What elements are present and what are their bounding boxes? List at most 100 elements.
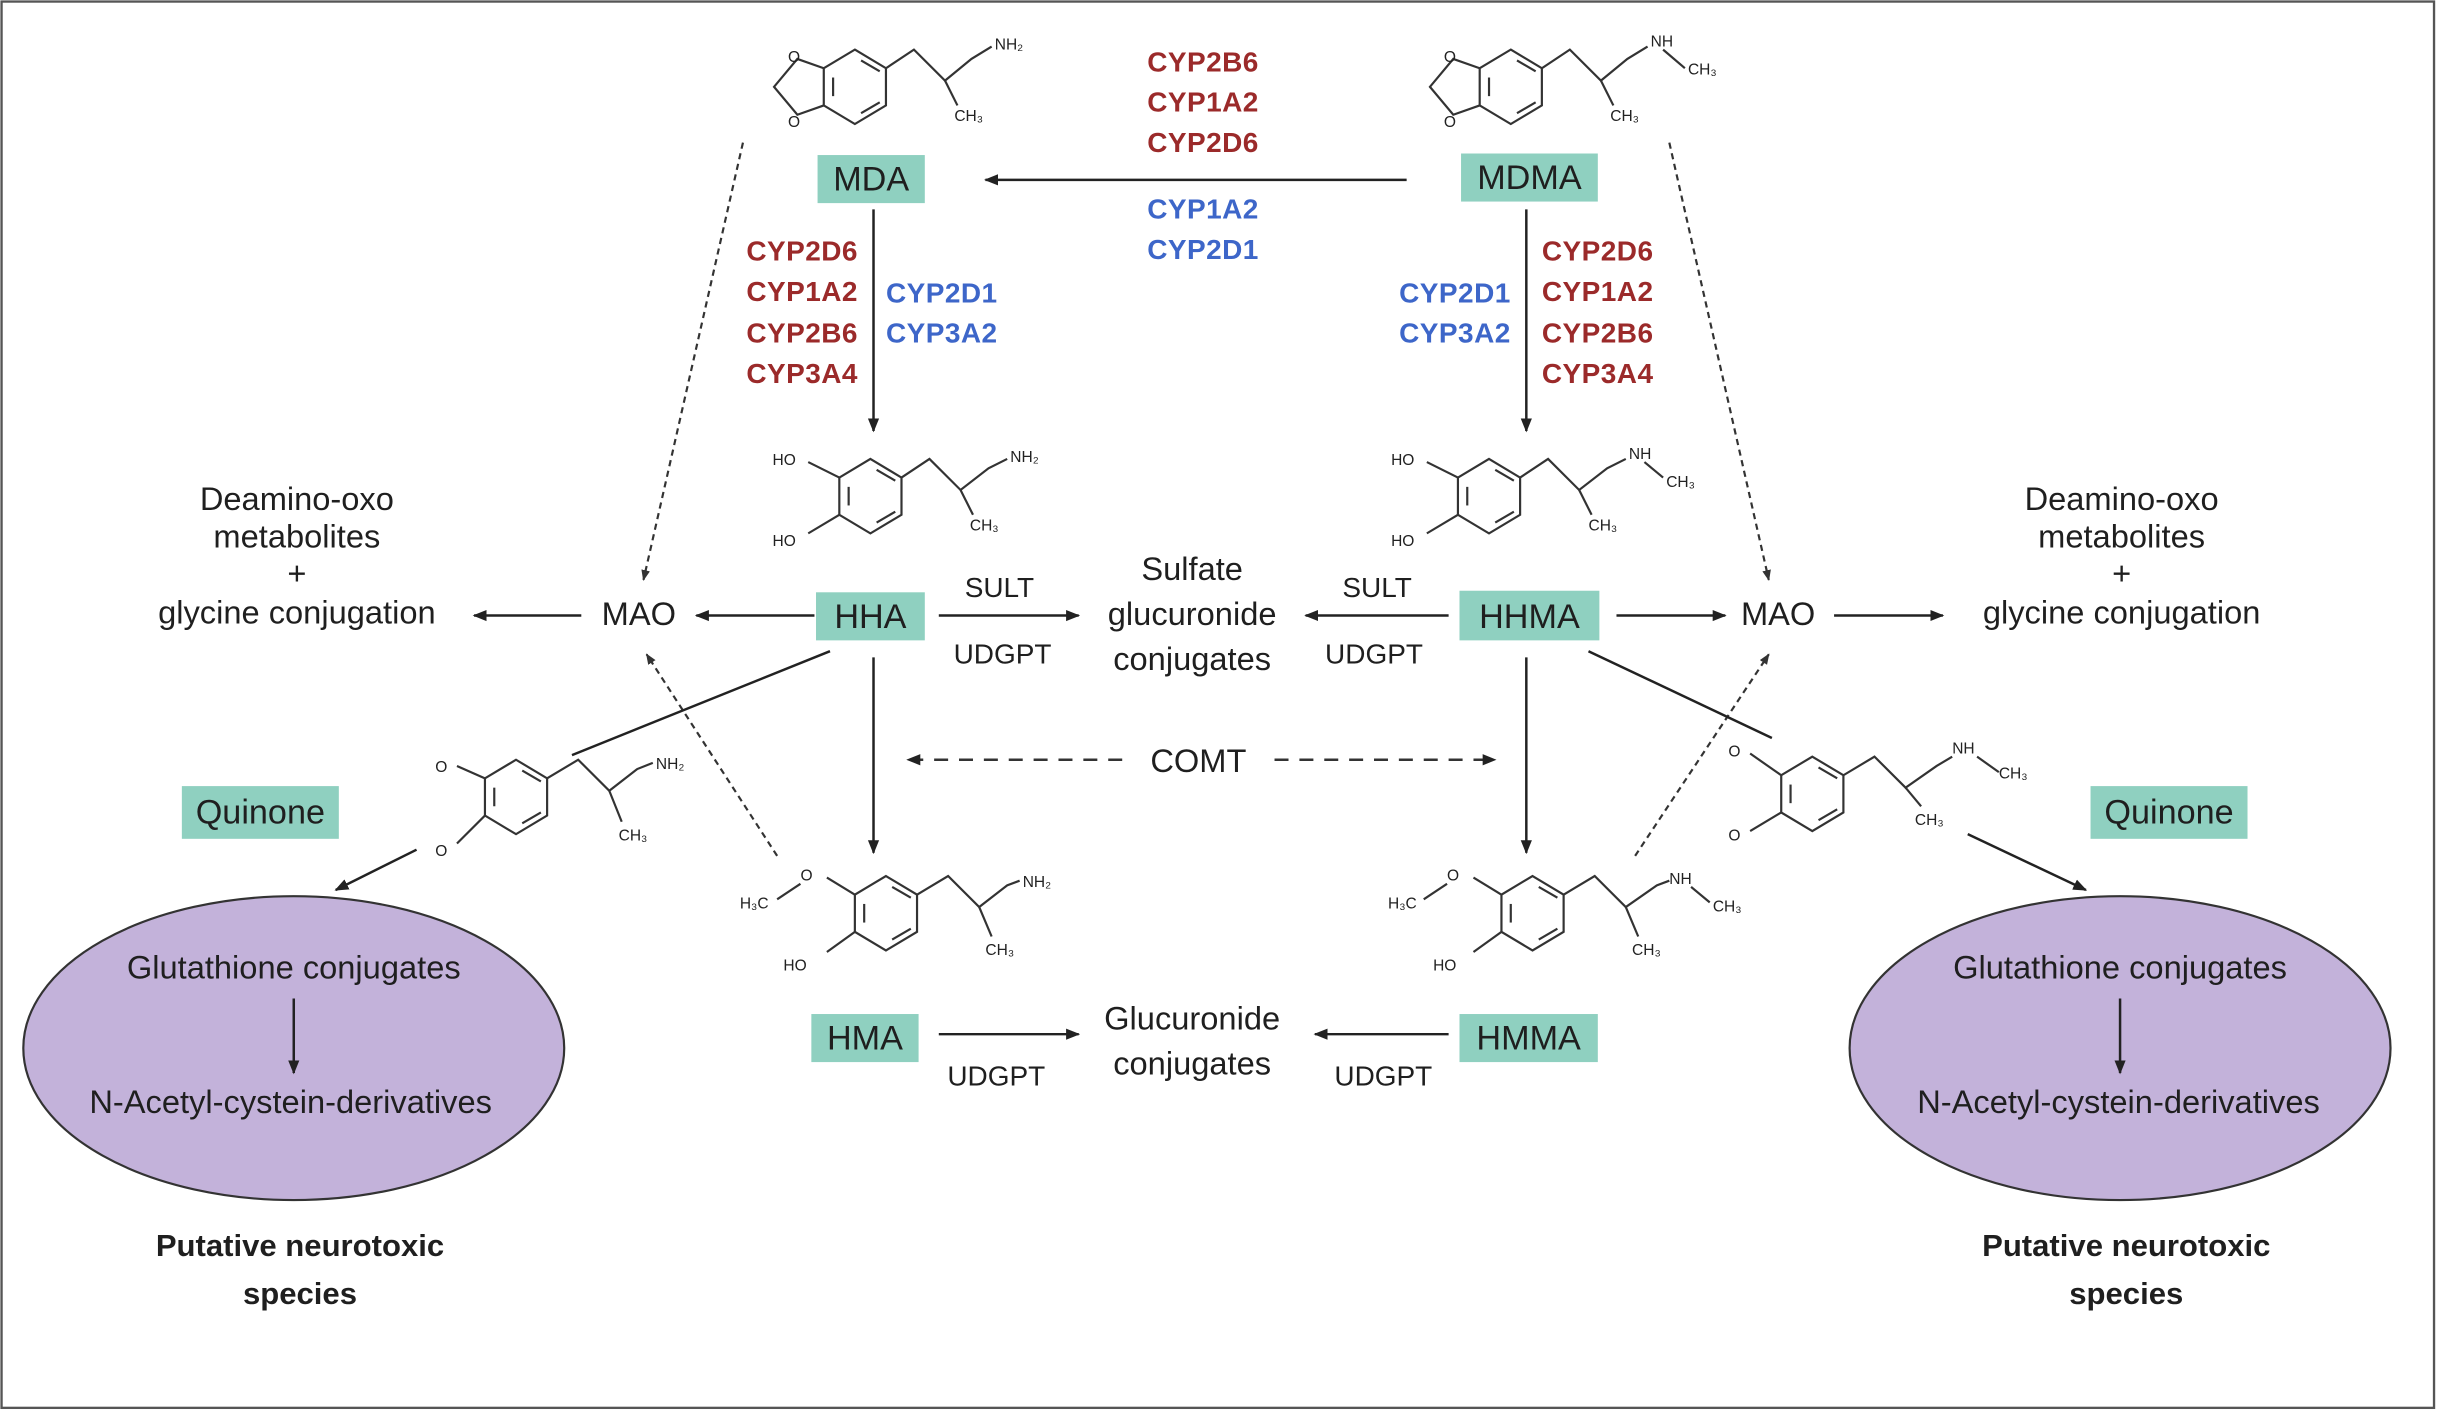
neurotoxic-right-label: Putative neurotoxic species <box>1982 1228 2270 1311</box>
atom-nh: NH <box>1651 34 1673 51</box>
atom-nh2: NH₂ <box>1023 874 1051 891</box>
enzyme-label: CYP2B6 <box>746 318 858 349</box>
quinone-left-box: Quinone <box>181 786 339 839</box>
atom-ho: HO <box>1391 533 1414 550</box>
hma-box: HMA <box>811 1014 919 1063</box>
atom-ch3: CH₃ <box>954 108 983 125</box>
comt-label: COMT <box>1150 742 1246 779</box>
quinone-right-label: Quinone <box>2104 793 2233 831</box>
atom-ch3: CH₃ <box>619 827 648 844</box>
hmma-box: HMMA <box>1459 1014 1598 1063</box>
arrow-quinone-to-glutathione-left <box>334 848 418 892</box>
atom-ch3: CH₃ <box>1632 942 1661 959</box>
deamino-line: + <box>287 555 306 592</box>
enzyme-label: CYP2D6 <box>1542 236 1654 267</box>
sulfate-conjugates-label: Sulfate glucuronide conjugates <box>1108 550 1277 677</box>
deamino-line: Deamino-oxo <box>200 480 394 517</box>
neurotoxic-line: species <box>243 1276 357 1311</box>
atom-o: O <box>800 868 812 885</box>
atom-ch3: CH₃ <box>1915 812 1944 829</box>
atom-ch3: CH₃ <box>1588 517 1617 534</box>
mdma-box: MDMA <box>1461 153 1598 202</box>
enzymes-mda-red: CYP2D6 CYP1A2 CYP2B6 CYP3A4 <box>746 236 858 389</box>
glucuronide-line: conjugates <box>1113 1045 1271 1082</box>
atom-o: O <box>435 843 447 860</box>
atom-o: O <box>1444 49 1456 66</box>
neurotoxic-line: Putative neurotoxic <box>156 1228 444 1263</box>
sulfate-line: Sulfate <box>1141 550 1243 587</box>
quinone-right-structure: O O NH CH₃ CH₃ <box>1728 741 2027 845</box>
dotted-arrow-hmma-to-mao <box>1634 653 1770 857</box>
hha-box: HHA <box>816 592 925 641</box>
sulfate-line: conjugates <box>1113 640 1271 677</box>
atom-o: O <box>1444 114 1456 131</box>
atom-ch3: CH₃ <box>1610 108 1639 125</box>
quinone-left-structure: O O NH₂ CH₃ <box>435 756 684 860</box>
enzymes-top-red: CYP2B6 CYP1A2 CYP2D6 <box>1147 46 1259 158</box>
enzyme-label: CYP3A4 <box>1542 358 1654 389</box>
deamino-line: + <box>2112 555 2131 592</box>
enzyme-label: CYP3A2 <box>1399 318 1511 349</box>
atom-o: O <box>1728 744 1740 761</box>
glutathione-left-label: Glutathione conjugates <box>127 948 461 985</box>
sult-left-label: SULT <box>965 572 1034 603</box>
enzymes-top-blue: CYP1A2 CYP2D1 <box>1147 194 1259 265</box>
enzyme-label: CYP2B6 <box>1147 46 1259 77</box>
neurotoxic-line: species <box>2069 1276 2183 1311</box>
atom-nh2: NH₂ <box>656 756 684 773</box>
enzyme-label: CYP1A2 <box>746 276 858 307</box>
udgpt-left-label: UDGPT <box>954 639 1052 670</box>
deamino-line: metabolites <box>2038 517 2205 554</box>
hhma-structure: HO HO NH CH₃ CH₃ <box>1391 446 1695 550</box>
mda-box: MDA <box>817 155 925 204</box>
enzyme-label: CYP1A2 <box>1147 87 1259 118</box>
line-hhma-to-quinone <box>1587 650 1773 740</box>
deamino-left-label: Deamino-oxo metabolites + glycine conjug… <box>158 480 436 630</box>
deamino-right-label: Deamino-oxo metabolites + glycine conjug… <box>1983 480 2261 630</box>
glutathione-right-label: Glutathione conjugates <box>1953 948 2287 985</box>
udgpt-hma-label: UDGPT <box>947 1060 1045 1091</box>
quinone-left-label: Quinone <box>196 793 325 831</box>
atom-o: O <box>1728 827 1740 844</box>
atom-h3c: H₃C <box>1388 896 1417 913</box>
nac-right-label: N-Acetyl-cystein-derivatives <box>1917 1083 2320 1120</box>
enzyme-label: CYP2D1 <box>886 277 998 308</box>
sult-right-label: SULT <box>1342 572 1411 603</box>
atom-nh2: NH₂ <box>1010 449 1038 466</box>
hmma-label: HMMA <box>1476 1020 1581 1058</box>
hma-structure: O H₃C HO NH₂ CH₃ <box>740 868 1051 975</box>
atom-nh: NH <box>1952 741 1974 758</box>
hhma-label: HHMA <box>1479 598 1580 636</box>
hmma-structure: O H₃C HO NH CH₃ CH₃ <box>1388 868 1742 975</box>
enzyme-label: CYP1A2 <box>1147 194 1259 225</box>
udgpt-hmma-label: UDGPT <box>1334 1060 1432 1091</box>
sulfate-line: glucuronide <box>1108 595 1277 632</box>
mdma-structure: O O NH CH₃ CH₃ <box>1428 34 1717 131</box>
atom-ho: HO <box>772 452 795 469</box>
atom-ho: HO <box>783 958 806 975</box>
deamino-line: metabolites <box>213 517 380 554</box>
enzyme-label: CYP2D1 <box>1399 277 1511 308</box>
atom-ch3: CH₃ <box>1688 61 1717 78</box>
enzyme-label: CYP3A4 <box>746 358 858 389</box>
atom-ch3: CH₃ <box>970 517 999 534</box>
enzyme-label: CYP2B6 <box>1542 318 1654 349</box>
enzymes-mda-blue: CYP2D1 CYP3A2 <box>886 277 998 348</box>
atom-nh: NH <box>1669 871 1691 888</box>
mao-left-label: MAO <box>602 595 676 632</box>
nac-left-label: N-Acetyl-cystein-derivatives <box>89 1083 492 1120</box>
line-hha-to-quinone <box>571 650 831 757</box>
enzymes-mdma-blue: CYP2D1 CYP3A2 <box>1399 277 1511 349</box>
hha-label: HHA <box>834 598 906 636</box>
dotted-arrow-hma-to-mao <box>645 653 779 857</box>
mda-label: MDA <box>833 161 909 199</box>
atom-ch3: CH₃ <box>1999 765 2028 782</box>
hma-label: HMA <box>827 1020 903 1058</box>
atom-nh2: NH₂ <box>995 37 1023 54</box>
hhma-box: HHMA <box>1459 590 1600 641</box>
quinone-right-box: Quinone <box>2090 786 2248 839</box>
mda-structure: O O NH₂ CH₃ <box>772 37 1023 131</box>
atom-ho: HO <box>1391 452 1414 469</box>
